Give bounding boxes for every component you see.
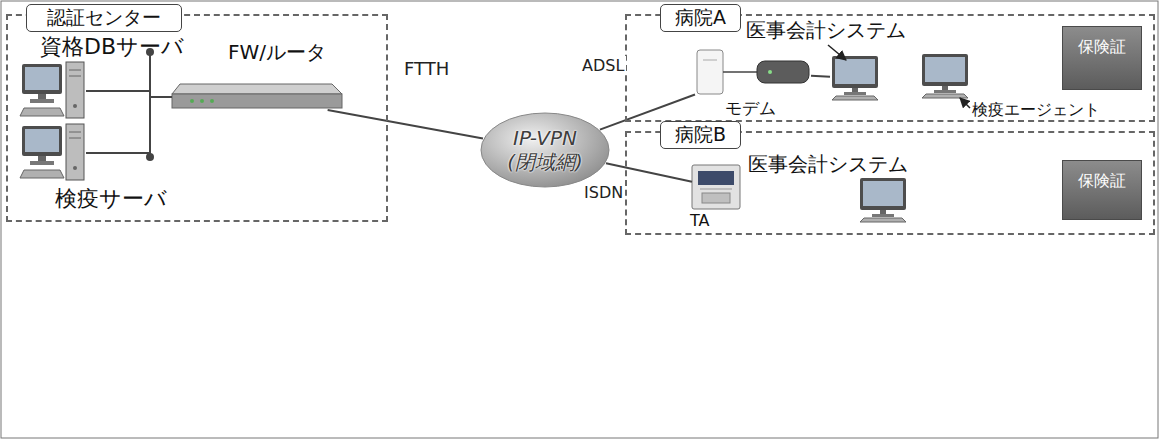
led bbox=[210, 99, 214, 103]
base bbox=[30, 161, 54, 165]
device-label: 資格DBサーバ bbox=[40, 34, 184, 60]
group-heading: 病院A bbox=[660, 4, 741, 32]
pc-icon bbox=[832, 56, 878, 100]
keyboard bbox=[922, 94, 968, 98]
ta-line bbox=[700, 189, 732, 190]
site-group: 病院B医事会計システムTA保険証 bbox=[625, 131, 1155, 235]
base bbox=[872, 214, 894, 217]
router-front bbox=[172, 94, 342, 108]
server-node: 検疫サーバ bbox=[20, 124, 86, 182]
site-group: 病院A医事会計システムモデム検疫エージェント保険証 bbox=[625, 14, 1155, 122]
power-button bbox=[73, 166, 77, 170]
modem-icon bbox=[697, 50, 809, 94]
splitter bbox=[697, 50, 723, 94]
site-group: 認証センター資格DBサーバ検疫サーバFW/ルータ bbox=[6, 14, 388, 222]
keyboard bbox=[860, 218, 906, 222]
pc-icon bbox=[922, 54, 968, 98]
monitor bbox=[22, 126, 62, 156]
network-label: IP-VPN (閉域網) bbox=[500, 126, 590, 174]
server-icon bbox=[20, 124, 84, 180]
ta-panel bbox=[698, 171, 734, 185]
ta-body bbox=[692, 165, 740, 209]
screen bbox=[25, 129, 59, 152]
keyboard bbox=[20, 170, 64, 178]
screen bbox=[925, 57, 965, 82]
server-icon bbox=[20, 62, 84, 118]
ellipse-shape bbox=[481, 113, 609, 187]
device-label: モデム bbox=[725, 98, 776, 118]
network-cloud: IP-VPN (閉域網) bbox=[480, 112, 610, 188]
modem-node: モデム bbox=[695, 50, 811, 96]
group-heading: 病院B bbox=[660, 121, 741, 149]
tower-slot bbox=[69, 138, 81, 139]
line-label: ISDN bbox=[582, 183, 625, 202]
card-label: 保険証 bbox=[1063, 37, 1141, 56]
led bbox=[200, 99, 204, 103]
line-label: FTTH bbox=[402, 58, 451, 80]
tower bbox=[66, 62, 84, 118]
connector-line bbox=[328, 110, 483, 139]
monitor bbox=[922, 54, 968, 86]
modem-wire bbox=[723, 71, 757, 73]
connector-line bbox=[606, 163, 692, 182]
router-top bbox=[172, 84, 342, 94]
led bbox=[190, 99, 194, 103]
insurance-card: 保険証 bbox=[1062, 26, 1142, 90]
pc-icon bbox=[860, 178, 906, 222]
router-icon bbox=[172, 84, 342, 108]
connector-line bbox=[811, 75, 830, 78]
ta-front bbox=[702, 193, 730, 203]
modem-box bbox=[757, 61, 809, 83]
screen bbox=[863, 181, 903, 206]
tower-slot bbox=[69, 76, 81, 77]
led bbox=[768, 70, 772, 74]
server-node: 資格DBサーバ bbox=[20, 62, 86, 120]
bus-end bbox=[146, 153, 154, 161]
insurance-card: 保険証 bbox=[1062, 160, 1142, 220]
device-label: 検疫エージェント bbox=[972, 100, 1100, 119]
splitter-slot bbox=[703, 60, 717, 61]
keyboard bbox=[832, 96, 878, 100]
monitor bbox=[22, 64, 62, 94]
base bbox=[30, 99, 54, 103]
device-label: TA bbox=[690, 211, 709, 230]
pc-node: 医事会計システム bbox=[858, 178, 908, 222]
keyboard bbox=[20, 108, 64, 116]
device-label: 医事会計システム bbox=[746, 18, 906, 42]
device-label: 検疫サーバ bbox=[55, 186, 167, 212]
device-label: 医事会計システム bbox=[748, 152, 908, 176]
card-label: 保険証 bbox=[1063, 171, 1141, 190]
monitor bbox=[860, 178, 906, 210]
device-label: FW/ルータ bbox=[228, 40, 326, 64]
tower-slot bbox=[69, 132, 81, 133]
stand bbox=[38, 156, 46, 161]
stand bbox=[942, 86, 948, 90]
power-button bbox=[73, 104, 77, 108]
leader-arrow bbox=[828, 45, 846, 60]
tower-slot bbox=[69, 70, 81, 71]
connector-line bbox=[86, 97, 172, 153]
ta-node: TA bbox=[692, 165, 740, 209]
stand bbox=[880, 210, 886, 214]
screen bbox=[25, 67, 59, 90]
ta-icon bbox=[692, 165, 740, 209]
group-heading: 認証センター bbox=[26, 4, 182, 32]
router-node: FW/ルータ bbox=[172, 84, 342, 110]
pc-node: 医事会計システム bbox=[830, 56, 880, 100]
pc-node: 検疫エージェント bbox=[920, 54, 970, 98]
stand bbox=[38, 94, 46, 99]
tower bbox=[66, 124, 84, 180]
monitor bbox=[832, 56, 878, 88]
leader-arrow bbox=[960, 98, 970, 108]
screen bbox=[835, 59, 875, 84]
base bbox=[844, 92, 866, 95]
line-label: ADSL bbox=[580, 56, 626, 75]
base bbox=[934, 90, 956, 93]
stand bbox=[852, 88, 858, 92]
